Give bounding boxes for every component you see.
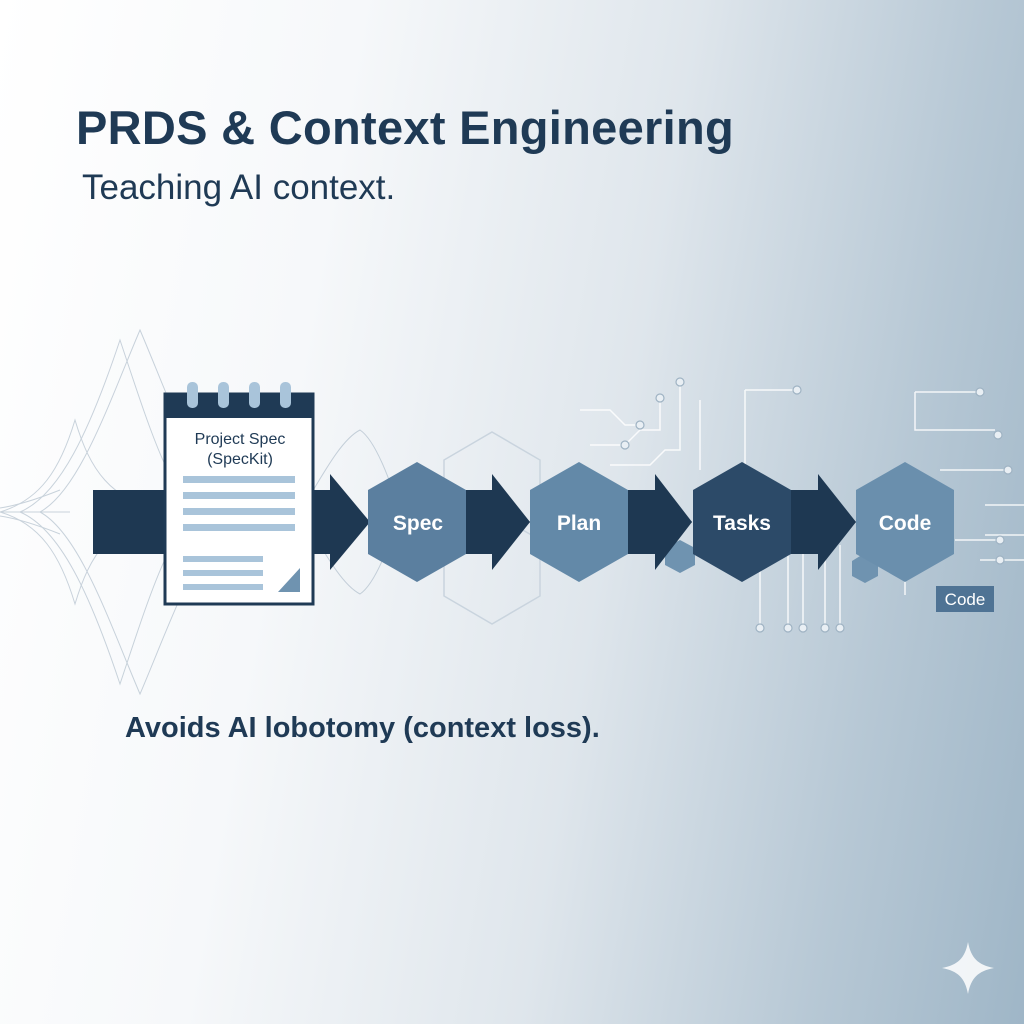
flow-step-label: Plan — [557, 512, 601, 535]
page-title: PRDS & Context Engineering — [76, 101, 735, 154]
code-tag: Code — [936, 586, 994, 612]
accent-hexagon — [665, 540, 695, 573]
document-text-lines — [183, 476, 295, 590]
flow-step-spec: Spec — [368, 462, 466, 582]
circuit-decoration — [580, 385, 1024, 625]
flow-step-plan: Plan — [530, 462, 628, 582]
circuit-node-decoration — [620, 377, 1013, 633]
flow-step-label: Code — [879, 512, 932, 535]
document-title-line2: (SpecKit) — [207, 451, 273, 468]
page-subtitle: Teaching AI context. — [82, 168, 396, 207]
flow-step-label: Tasks — [713, 512, 771, 535]
sparkle-icon — [942, 942, 994, 994]
flow-step-code: Code — [856, 462, 954, 582]
caption-text: Avoids AI lobotomy (context loss). — [125, 712, 600, 744]
project-spec-document: Project Spec (SpecKit) — [163, 382, 315, 606]
flow-step-tasks: Tasks — [693, 462, 791, 582]
page-fold-icon — [278, 568, 300, 592]
flow-step-label: Spec — [393, 512, 444, 535]
code-tag-label: Code — [945, 590, 986, 609]
arrowhead-shapes — [330, 474, 856, 570]
document-title-line1: Project Spec — [195, 431, 286, 448]
notepad-rings — [187, 382, 291, 408]
